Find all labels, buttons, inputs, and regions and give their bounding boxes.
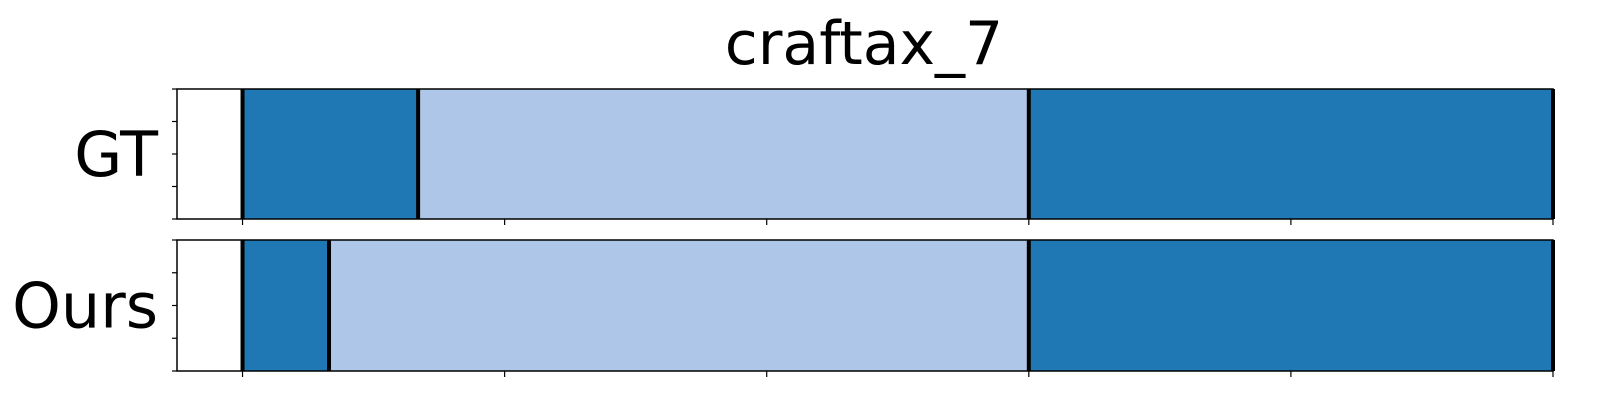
row-panel-ours: Ours [12, 239, 1555, 377]
row-label: Ours [12, 270, 158, 343]
segment-bar [418, 89, 1029, 219]
row-label: GT [74, 118, 159, 191]
segment-bar [329, 240, 1029, 371]
segment-bar [242, 89, 419, 219]
segment-bar [1028, 89, 1553, 219]
chart-title: craftax_7 [725, 9, 1003, 79]
segment-bar [1028, 240, 1553, 371]
row-panel-gt: GT [74, 88, 1555, 225]
chart-rows: GT Ours [12, 88, 1555, 377]
segment-bar [242, 240, 330, 371]
